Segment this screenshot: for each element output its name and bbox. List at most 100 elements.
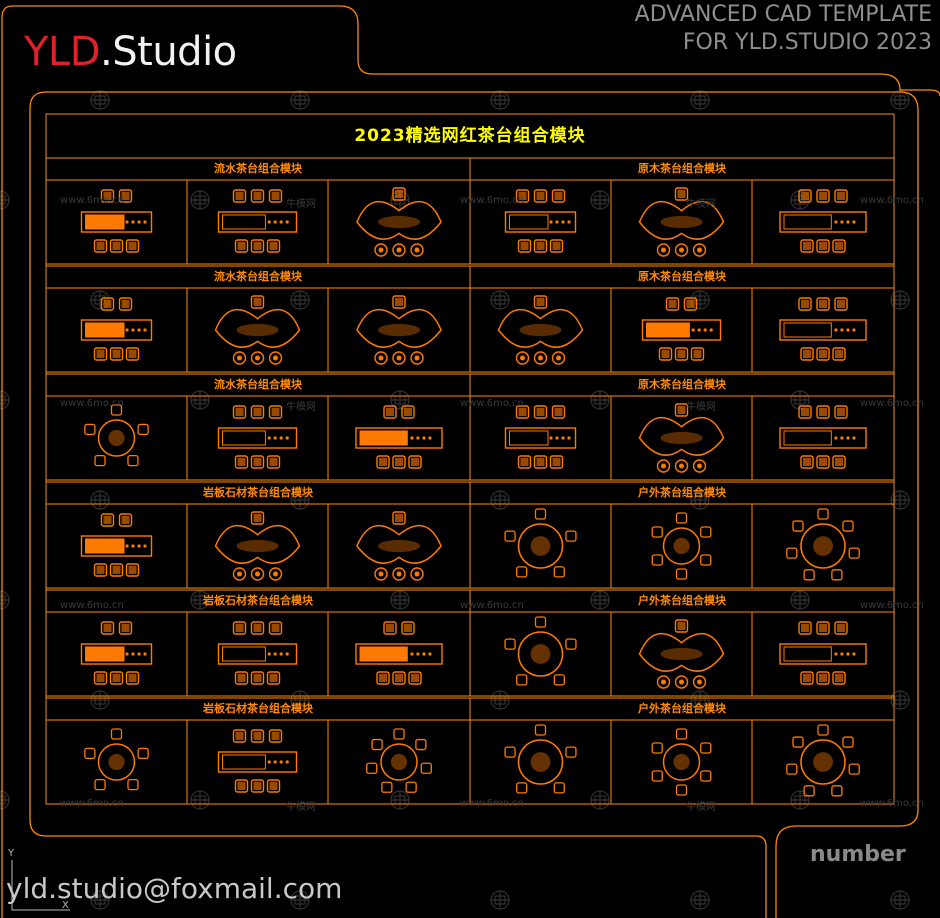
watermark-symbol-icon — [690, 90, 710, 110]
tea-table-module-5-1 — [80, 621, 153, 685]
watermark-symbol-icon — [0, 790, 10, 810]
tea-table-module-3-6 — [779, 405, 867, 469]
svg-text:X: X — [62, 900, 69, 911]
watermark-symbol-icon — [0, 190, 10, 210]
watermark-symbol-icon — [790, 590, 810, 610]
tea-table-module-6-1 — [84, 728, 149, 791]
section-label-1-right: 原木茶台组合模块 — [638, 162, 726, 175]
tea-table-module-6-6 — [786, 724, 860, 797]
watermark-site: www.6mo.cn — [60, 398, 124, 409]
watermark-symbol-icon — [190, 790, 210, 810]
tea-table-module-5-5 — [638, 619, 725, 689]
watermark-symbol-icon — [0, 390, 10, 410]
watermark-site: www.6mo.cn — [60, 195, 124, 206]
watermark-symbol-icon — [890, 90, 910, 110]
tea-table-module-2-3 — [356, 295, 442, 365]
watermark-symbol-icon — [0, 590, 10, 610]
watermark-site: www.6mo.cn — [860, 798, 924, 809]
tea-table-module-2-4 — [497, 295, 584, 365]
section-label-2-left: 流水茶台组合模块 — [214, 270, 302, 283]
watermark-site: www.6mo.cn — [460, 600, 524, 611]
watermark-symbol-icon — [790, 790, 810, 810]
tea-table-module-5-3 — [355, 621, 443, 685]
section-label-1-left: 流水茶台组合模块 — [214, 162, 302, 175]
ucs-axis-icon — [11, 860, 70, 911]
tea-table-module-6-5 — [651, 728, 712, 796]
tea-table-module-3-5 — [638, 403, 725, 473]
tea-table-module-3-3 — [355, 405, 443, 469]
tea-table-module-2-5 — [641, 297, 722, 361]
watermark-symbol-icon — [290, 690, 310, 710]
brand-logo: YLD.Studio — [24, 28, 237, 76]
tea-table-module-4-3 — [356, 511, 442, 581]
tea-table-module-3-1 — [84, 404, 149, 467]
tea-table-module-4-1 — [80, 513, 153, 577]
tea-table-module-5-2 — [217, 621, 298, 685]
section-label-4-right: 户外茶台组合模块 — [638, 486, 726, 499]
watermark-site: www.6mo.cn — [60, 600, 124, 611]
tea-table-module-2-2 — [214, 295, 301, 365]
watermark-symbol-icon — [490, 890, 510, 910]
watermark-symbol-icon — [290, 90, 310, 110]
tea-table-module-1-4 — [504, 189, 577, 253]
watermark-symbol-icon — [190, 190, 210, 210]
tea-table-module-6-4 — [504, 724, 577, 794]
section-label-3-right: 原木茶台组合模块 — [638, 378, 726, 391]
watermark-brand: 牛模网 — [686, 402, 716, 413]
tea-table-module-4-2 — [214, 511, 301, 581]
tea-table-module-1-6 — [779, 189, 867, 253]
svg-text:Y: Y — [7, 848, 15, 859]
module-table — [45, 113, 895, 805]
tea-table-module-2-6 — [779, 297, 867, 361]
section-label-5-left: 岩板石材茶台组合模块 — [203, 594, 313, 607]
watermark-symbol-icon — [290, 890, 310, 910]
module-drawings — [80, 187, 867, 797]
tea-table-module-5-4 — [504, 616, 577, 686]
section-label-2-right: 原木茶台组合模块 — [638, 270, 726, 283]
tea-table-module-6-2 — [217, 729, 298, 793]
watermark-site: www.6mo.cn — [860, 600, 924, 611]
watermark-brand: 牛模网 — [286, 402, 316, 413]
watermark-brand: 牛模网 — [286, 802, 316, 813]
watermark-symbol-icon — [90, 890, 110, 910]
watermark-symbol-icon — [290, 290, 310, 310]
watermark-site: www.6mo.cn — [460, 195, 524, 206]
watermark-brand: 牛模网 — [686, 802, 716, 813]
tea-table-module-3-4 — [504, 405, 577, 469]
tea-table-module-4-5 — [651, 512, 712, 580]
brand-logo-part1: YLD — [24, 29, 101, 75]
section-label-4-left: 岩板石材茶台组合模块 — [203, 486, 313, 499]
section-label-6-right: 户外茶台组合模块 — [638, 702, 726, 715]
tea-table-module-1-1 — [80, 189, 153, 253]
watermark-brand: 牛模网 — [686, 199, 716, 210]
watermark-site: www.6mo.cn — [60, 798, 124, 809]
tea-table-module-4-4 — [504, 508, 577, 578]
watermark-symbol-icon — [590, 790, 610, 810]
tea-table-module-4-6 — [786, 508, 860, 581]
watermark-site: www.6mo.cn — [860, 398, 924, 409]
contact-email: yld.studio@foxmail.com — [6, 872, 343, 905]
watermark-symbol-icon — [190, 590, 210, 610]
watermark-site: www.6mo.cn — [460, 798, 524, 809]
watermark-symbol-icon — [590, 590, 610, 610]
watermark-symbol-icon — [390, 590, 410, 610]
tea-table-module-2-1 — [80, 297, 153, 361]
watermark-brand: 牛模网 — [286, 199, 316, 210]
watermark-symbol-icon — [690, 890, 710, 910]
watermark-symbol-icon — [590, 190, 610, 210]
watermark-symbol-icon — [890, 890, 910, 910]
number-label: number — [810, 842, 906, 867]
tea-table-module-1-2 — [217, 189, 298, 253]
watermark-symbol-icon — [390, 390, 410, 410]
tea-table-module-3-2 — [217, 405, 298, 469]
brand-logo-part2: .Studio — [100, 29, 237, 75]
watermark-symbol-icon — [490, 290, 510, 310]
tea-table-module-6-3 — [366, 728, 432, 793]
watermark-site: www.6mo.cn — [860, 195, 924, 206]
tea-table-module-5-6 — [779, 621, 867, 685]
watermark-symbol-icon — [490, 90, 510, 110]
tea-table-module-1-5 — [638, 187, 725, 257]
watermark-site: www.6mo.cn — [460, 398, 524, 409]
tea-table-module-1-3 — [356, 187, 442, 257]
